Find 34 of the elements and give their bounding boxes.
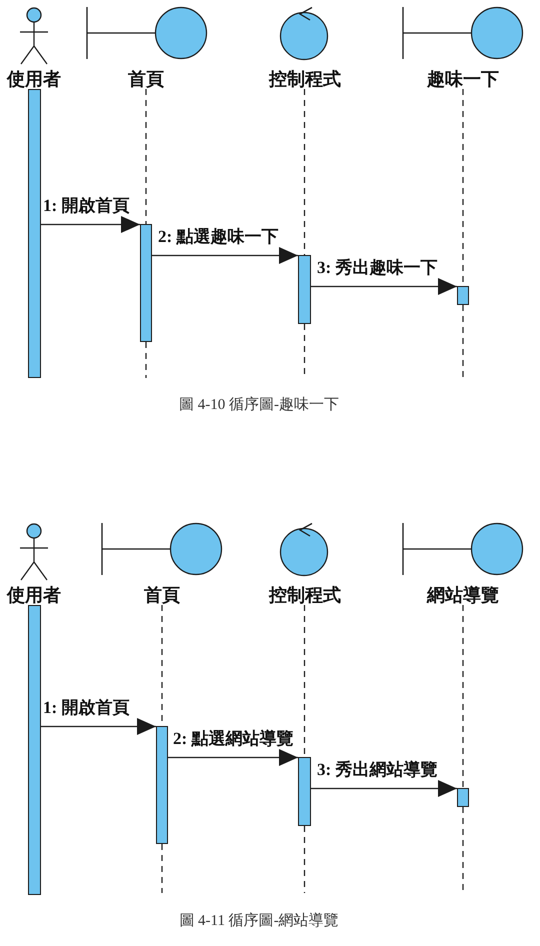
figure-caption: 圖 4-10 循序圖-趣味一下 [179, 396, 339, 414]
lifeline [145, 89, 147, 224]
activation-bar [140, 224, 152, 342]
activation-bar [156, 726, 168, 844]
message-arrow [311, 780, 457, 797]
participant-label: 趣味一下 [427, 69, 499, 89]
message-label: 2: 點選趣味一下 [157, 226, 280, 246]
message-label: 3: 秀出網站導覽 [316, 760, 438, 778]
participant-label: 使用者 [7, 585, 61, 605]
message-label: 1: 開啟首頁 [42, 698, 130, 716]
activation-bar [28, 605, 41, 895]
figure-caption: 圖 4-11 循序圖-網站導覽 [179, 912, 339, 930]
participant-label: 首頁 [144, 585, 180, 605]
participant-label: 控制程式 [269, 585, 341, 605]
message-label: 2: 點選網站導覽 [172, 728, 294, 748]
message-arrow [41, 216, 140, 233]
activation-bar [298, 757, 311, 826]
lifeline [304, 89, 306, 255]
activation-bar [298, 255, 311, 324]
activation-bar [28, 89, 41, 378]
message-label: 3: 秀出趣味一下 [316, 258, 438, 276]
activation-bar [457, 788, 469, 807]
participant-label: 使用者 [7, 69, 61, 89]
message-arrow [152, 247, 298, 264]
lifeline [304, 605, 306, 757]
lifeline [462, 605, 464, 788]
message-label: 1: 開啟首頁 [42, 196, 130, 214]
participant-label: 網站導覽 [427, 585, 499, 605]
message-arrow [311, 278, 457, 295]
participant-label: 首頁 [128, 69, 164, 89]
participant-label: 控制程式 [269, 69, 341, 89]
activation-bar [457, 286, 469, 305]
message-arrow [41, 718, 156, 735]
message-arrow [168, 749, 298, 766]
